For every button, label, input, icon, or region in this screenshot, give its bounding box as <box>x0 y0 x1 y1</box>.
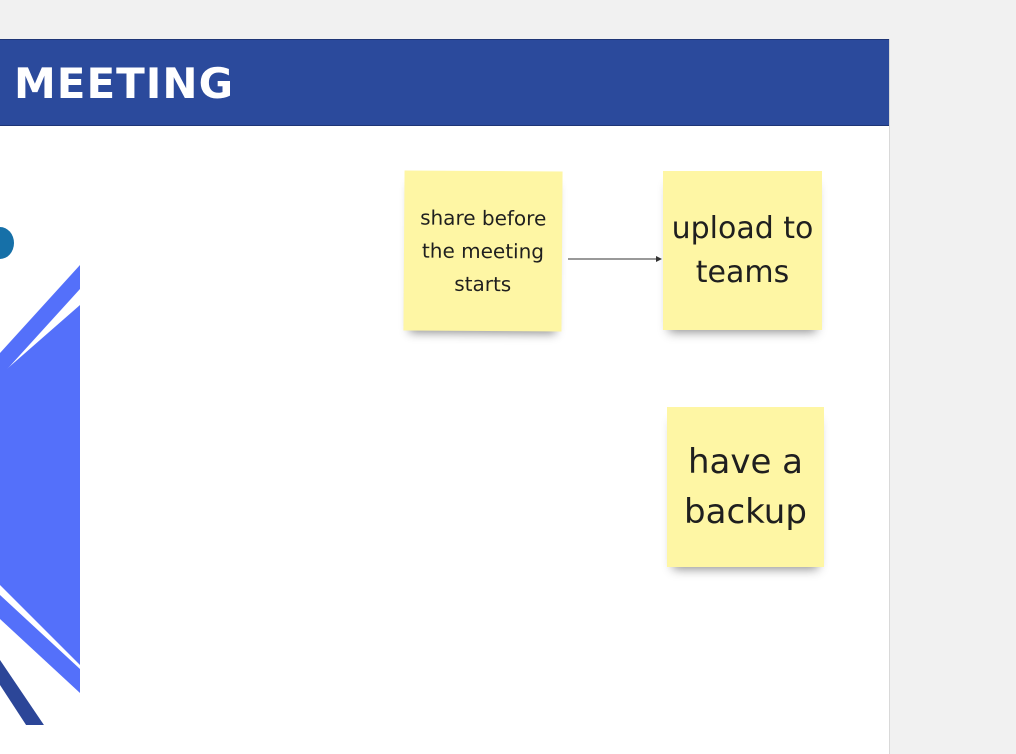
header-banner[interactable]: / MEETING <box>0 39 889 126</box>
sticky-note-upload[interactable]: upload to teams <box>663 171 822 330</box>
sticky-note-share-text: share before the meeting starts <box>420 205 547 296</box>
blue-stripe-lower <box>0 595 80 693</box>
whiteboard-frame[interactable]: / MEETING <box>0 39 890 754</box>
blue-chevron-main <box>0 305 80 665</box>
connector-arrow-icon[interactable] <box>560 250 670 270</box>
sticky-note-share[interactable]: share before the meeting starts <box>403 170 563 332</box>
sticky-note-backup[interactable]: have a backup <box>667 407 824 567</box>
blue-stripe-top <box>0 265 80 377</box>
decorative-stripes-shape <box>0 227 80 725</box>
sticky-note-upload-text: upload to teams <box>671 210 814 290</box>
sticky-note-backup-text: have a backup <box>684 442 807 532</box>
dark-stripe-bottom <box>0 660 44 725</box>
page-title: / MEETING <box>0 59 235 108</box>
teal-circle-fragment <box>0 227 14 259</box>
